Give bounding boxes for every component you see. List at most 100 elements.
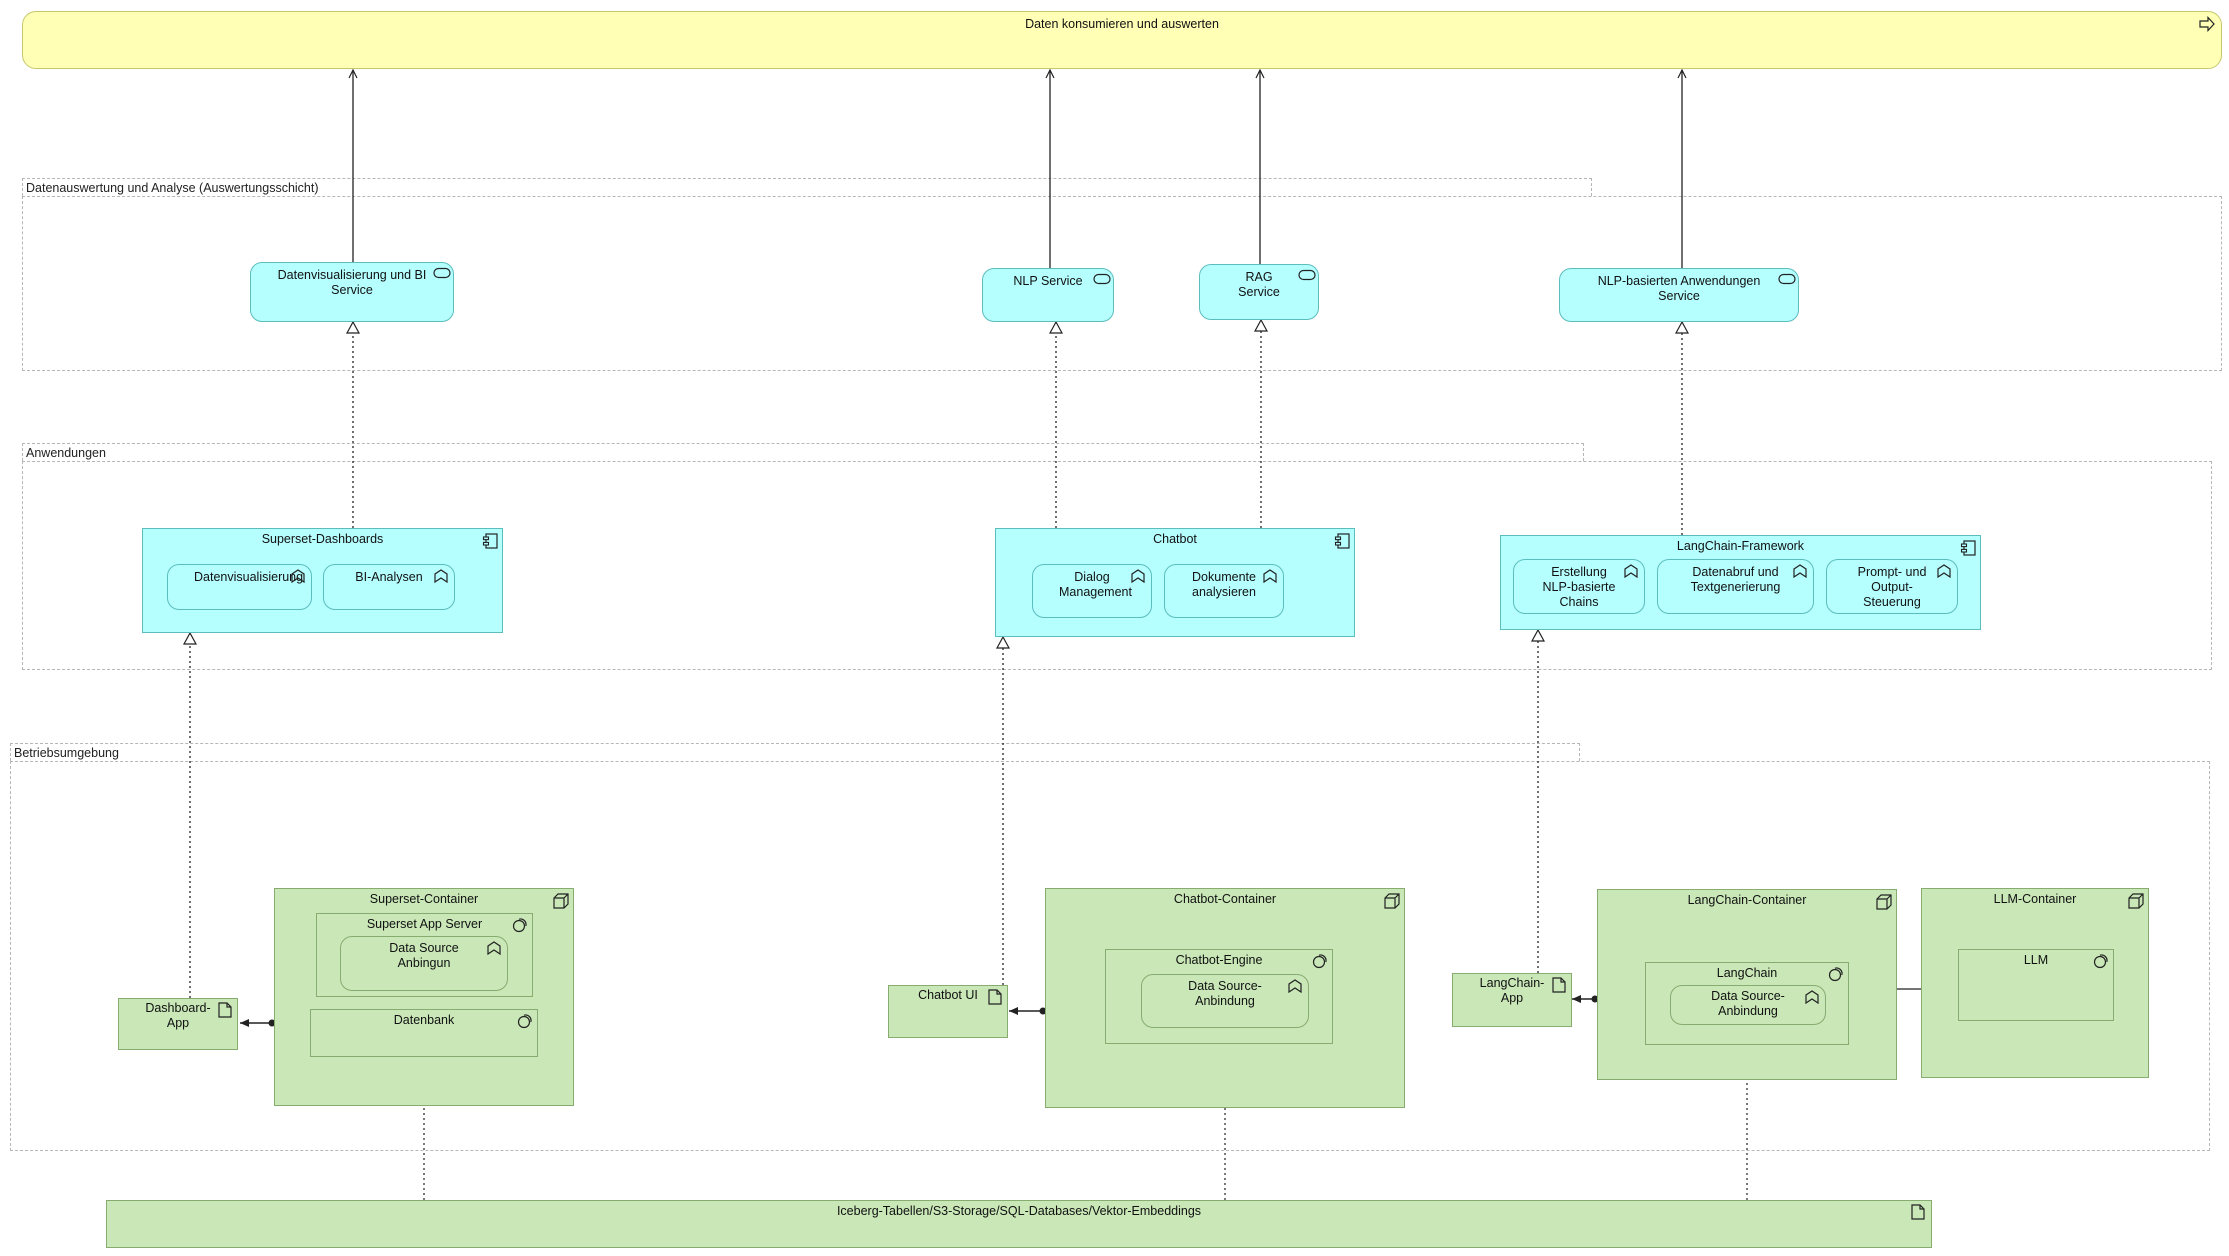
function-label: Dokumente analysieren (1192, 570, 1256, 599)
function-chevron-icon (1131, 569, 1147, 585)
service-nlp-label: NLP Service (1013, 274, 1083, 288)
sys-datenbank[interactable]: Datenbank (310, 1009, 538, 1057)
function-label: Datenabruf und Textgenerierung (1690, 565, 1781, 594)
sys-app-server-label: Superset App Server (366, 917, 483, 931)
group-betrieb (10, 761, 2210, 1151)
function-dialog-management[interactable]: Dialog Management (1032, 564, 1152, 618)
app-langchain-framework[interactable]: LangChain-Framework Erstellung NLP-basie… (1500, 535, 1981, 630)
artifact-page-icon (988, 989, 1004, 1005)
group-tab-anwendungen (22, 443, 1584, 461)
node-superset-title: Superset-Container (369, 892, 479, 906)
sys-llm[interactable]: LLM (1958, 949, 2114, 1021)
node-box-icon (1384, 893, 1400, 909)
node-superset-container[interactable]: Superset-Container Superset App Server D… (274, 888, 574, 1106)
function-label: BI-Analysen (355, 570, 423, 584)
group-label-anwendungen: Anwendungen (26, 446, 106, 460)
system-software-icon (2093, 954, 2109, 970)
service-nlp-apps[interactable]: NLP-basierten Anwendungen Service (1559, 268, 1799, 322)
function-dokumente-analysieren[interactable]: Dokumente analysieren (1164, 564, 1284, 618)
function-chevron-icon (1263, 569, 1279, 585)
service-pill-icon (1778, 273, 1796, 289)
node-chatbot-container[interactable]: Chatbot-Container Chatbot-Engine Data So… (1045, 888, 1405, 1108)
system-software-icon (517, 1014, 533, 1030)
app-superset-dashboards[interactable]: Superset-Dashboards Datenvisualisierung … (142, 528, 503, 633)
function-label: Data Source-Anbindung (1188, 979, 1262, 1008)
system-software-icon (1828, 967, 1844, 983)
artifact-storage-label: Iceberg-Tabellen/S3-Storage/SQL-Database… (836, 1204, 1202, 1218)
artifact-dashboard-app-label: Dashboard-App (145, 1001, 211, 1030)
component-icon (1960, 540, 1976, 556)
function-label: Prompt- und Output-Steuerung (1857, 565, 1927, 609)
artifact-page-icon (1552, 977, 1568, 993)
system-software-icon (1312, 954, 1328, 970)
node-llm-container[interactable]: LLM-Container LLM (1921, 888, 2149, 1078)
group-label-analyse: Datenauswertung und Analyse (Auswertungs… (26, 181, 319, 195)
node-langchain-container[interactable]: LangChain-Container LangChain Data Sourc… (1597, 889, 1897, 1080)
artifact-langchain-app[interactable]: LangChain-App (1452, 973, 1572, 1027)
sys-datenbank-label: Datenbank (393, 1013, 455, 1027)
service-rag-label: RAG Service (1238, 270, 1280, 299)
node-langchain-title: LangChain-Container (1687, 893, 1807, 907)
function-datenabruf-textgenerierung[interactable]: Datenabruf und Textgenerierung (1657, 559, 1814, 614)
node-box-icon (553, 893, 569, 909)
sys-llm-label: LLM (2023, 953, 2049, 967)
function-chevron-icon (1624, 564, 1640, 580)
function-erstellung-chains[interactable]: Erstellung NLP-basierte Chains (1513, 559, 1645, 614)
service-rag[interactable]: RAG Service (1199, 264, 1319, 320)
process-label: Daten konsumieren und auswerten (1025, 17, 1219, 31)
function-chevron-icon (1805, 990, 1821, 1006)
function-label: Datenvisualisierung (194, 570, 304, 584)
function-chevron-icon (434, 569, 450, 585)
group-label-betrieb: Betriebsumgebung (14, 746, 119, 760)
artifact-dashboard-app[interactable]: Dashboard-App (118, 998, 238, 1050)
function-label: Data Source Anbingun (389, 941, 459, 970)
app-superset-title: Superset-Dashboards (261, 532, 384, 546)
artifact-chatbot-ui-label: Chatbot UI (918, 988, 978, 1002)
process-arrow-icon (2199, 16, 2215, 32)
group-tab-betrieb (10, 743, 1580, 761)
artifact-storage[interactable]: Iceberg-Tabellen/S3-Storage/SQL-Database… (106, 1200, 1932, 1248)
function-chatbot-data-source[interactable]: Data Source-Anbindung (1141, 974, 1309, 1028)
service-nlp[interactable]: NLP Service (982, 268, 1114, 322)
service-bi-label: Datenvisualisierung und BI Service (277, 268, 427, 297)
artifact-page-icon (218, 1002, 234, 1018)
sys-langchain-label: LangChain (1716, 966, 1778, 980)
function-prompt-output-steuerung[interactable]: Prompt- und Output-Steuerung (1826, 559, 1958, 614)
group-tab-analyse (22, 178, 1592, 196)
app-chatbot[interactable]: Chatbot Dialog Management Dokumente anal… (995, 528, 1355, 637)
node-llm-title: LLM-Container (1993, 892, 2077, 906)
component-icon (1334, 533, 1350, 549)
function-datenvisualisierung[interactable]: Datenvisualisierung (167, 564, 312, 610)
function-bi-analysen[interactable]: BI-Analysen (323, 564, 455, 610)
node-box-icon (1876, 894, 1892, 910)
group-analyse (22, 196, 2222, 371)
function-chevron-icon (1793, 564, 1809, 580)
function-langchain-data-source[interactable]: Data Source-Anbindung (1670, 985, 1826, 1025)
function-chevron-icon (291, 569, 307, 585)
sys-langchain[interactable]: LangChain Data Source-Anbindung (1645, 962, 1849, 1045)
artifact-langchain-app-label: LangChain-App (1479, 976, 1545, 1005)
function-label: Data Source-Anbindung (1711, 989, 1785, 1018)
service-pill-icon (1093, 273, 1111, 289)
app-chatbot-title: Chatbot (1153, 532, 1197, 546)
app-langchain-title: LangChain-Framework (1676, 539, 1805, 553)
component-icon (482, 533, 498, 549)
function-label: Dialog Management (1059, 570, 1132, 599)
function-chevron-icon (1288, 979, 1304, 995)
service-nlp-apps-label: NLP-basierten Anwendungen Service (1597, 274, 1761, 303)
service-pill-icon (1298, 269, 1316, 285)
service-pill-icon (433, 267, 451, 283)
function-chevron-icon (487, 941, 503, 957)
sys-chatbot-engine-label: Chatbot-Engine (1175, 953, 1263, 967)
artifact-chatbot-ui[interactable]: Chatbot UI (888, 985, 1008, 1038)
node-chatbot-title: Chatbot-Container (1173, 892, 1277, 906)
function-chevron-icon (1937, 564, 1953, 580)
group-anwendungen (22, 461, 2212, 670)
process-daten-konsumieren[interactable]: Daten konsumieren und auswerten (22, 11, 2222, 69)
sys-chatbot-engine[interactable]: Chatbot-Engine Data Source-Anbindung (1105, 949, 1333, 1044)
service-bi[interactable]: Datenvisualisierung und BI Service (250, 262, 454, 322)
sys-superset-app-server[interactable]: Superset App Server Data Source Anbingun (316, 913, 533, 997)
system-software-icon (512, 918, 528, 934)
function-label: Erstellung NLP-basierte Chains (1542, 565, 1616, 609)
function-superset-data-source[interactable]: Data Source Anbingun (340, 936, 508, 991)
